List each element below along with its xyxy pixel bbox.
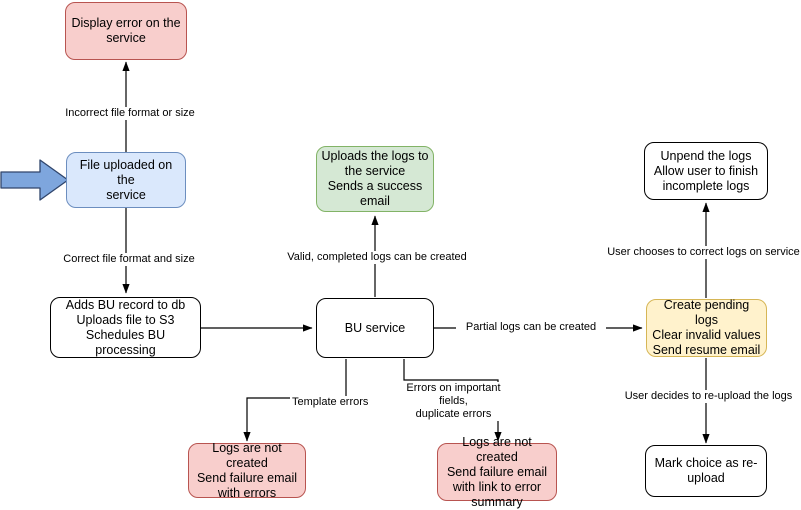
node-uploads-logs[interactable]: Uploads the logs to the service Sends a … (316, 146, 434, 212)
edge-label-important-errors: Errors on important fields, duplicate er… (390, 382, 517, 421)
node-unpend-logs[interactable]: Unpend the logs Allow user to finish inc… (644, 142, 768, 200)
node-logs-not-created-summary[interactable]: Logs are not created Send failure email … (437, 435, 557, 509)
node-mark-choice[interactable]: Mark choice as re- upload (645, 445, 767, 497)
node-create-pending-logs[interactable]: Create pending logs Clear invalid values… (646, 298, 767, 357)
edge-label-incorrect-format: Incorrect file format or size (52, 107, 208, 120)
node-file-uploaded[interactable]: File uploaded on the service (66, 152, 186, 208)
node-adds-bu-record[interactable]: Adds BU record to db Uploads file to S3 … (50, 297, 201, 358)
node-display-error[interactable]: Display error on the service (65, 2, 187, 60)
edge-label-valid-logs: Valid, completed logs can be created (278, 251, 476, 264)
edge-label-template-errors: Template errors (290, 396, 378, 409)
edge-label-correct-format: Correct file format and size (52, 253, 206, 266)
edge-label-partial-logs: Partial logs can be created (456, 321, 606, 334)
edge-label-user-corrects: User chooses to correct logs on service (602, 246, 801, 259)
node-logs-not-created-errors[interactable]: Logs are not created Send failure email … (188, 441, 306, 500)
entry-arrow-icon (0, 159, 69, 201)
edge-label-user-reuploads: User decides to re-upload the logs (612, 390, 801, 403)
node-bu-service[interactable]: BU service (316, 298, 434, 358)
